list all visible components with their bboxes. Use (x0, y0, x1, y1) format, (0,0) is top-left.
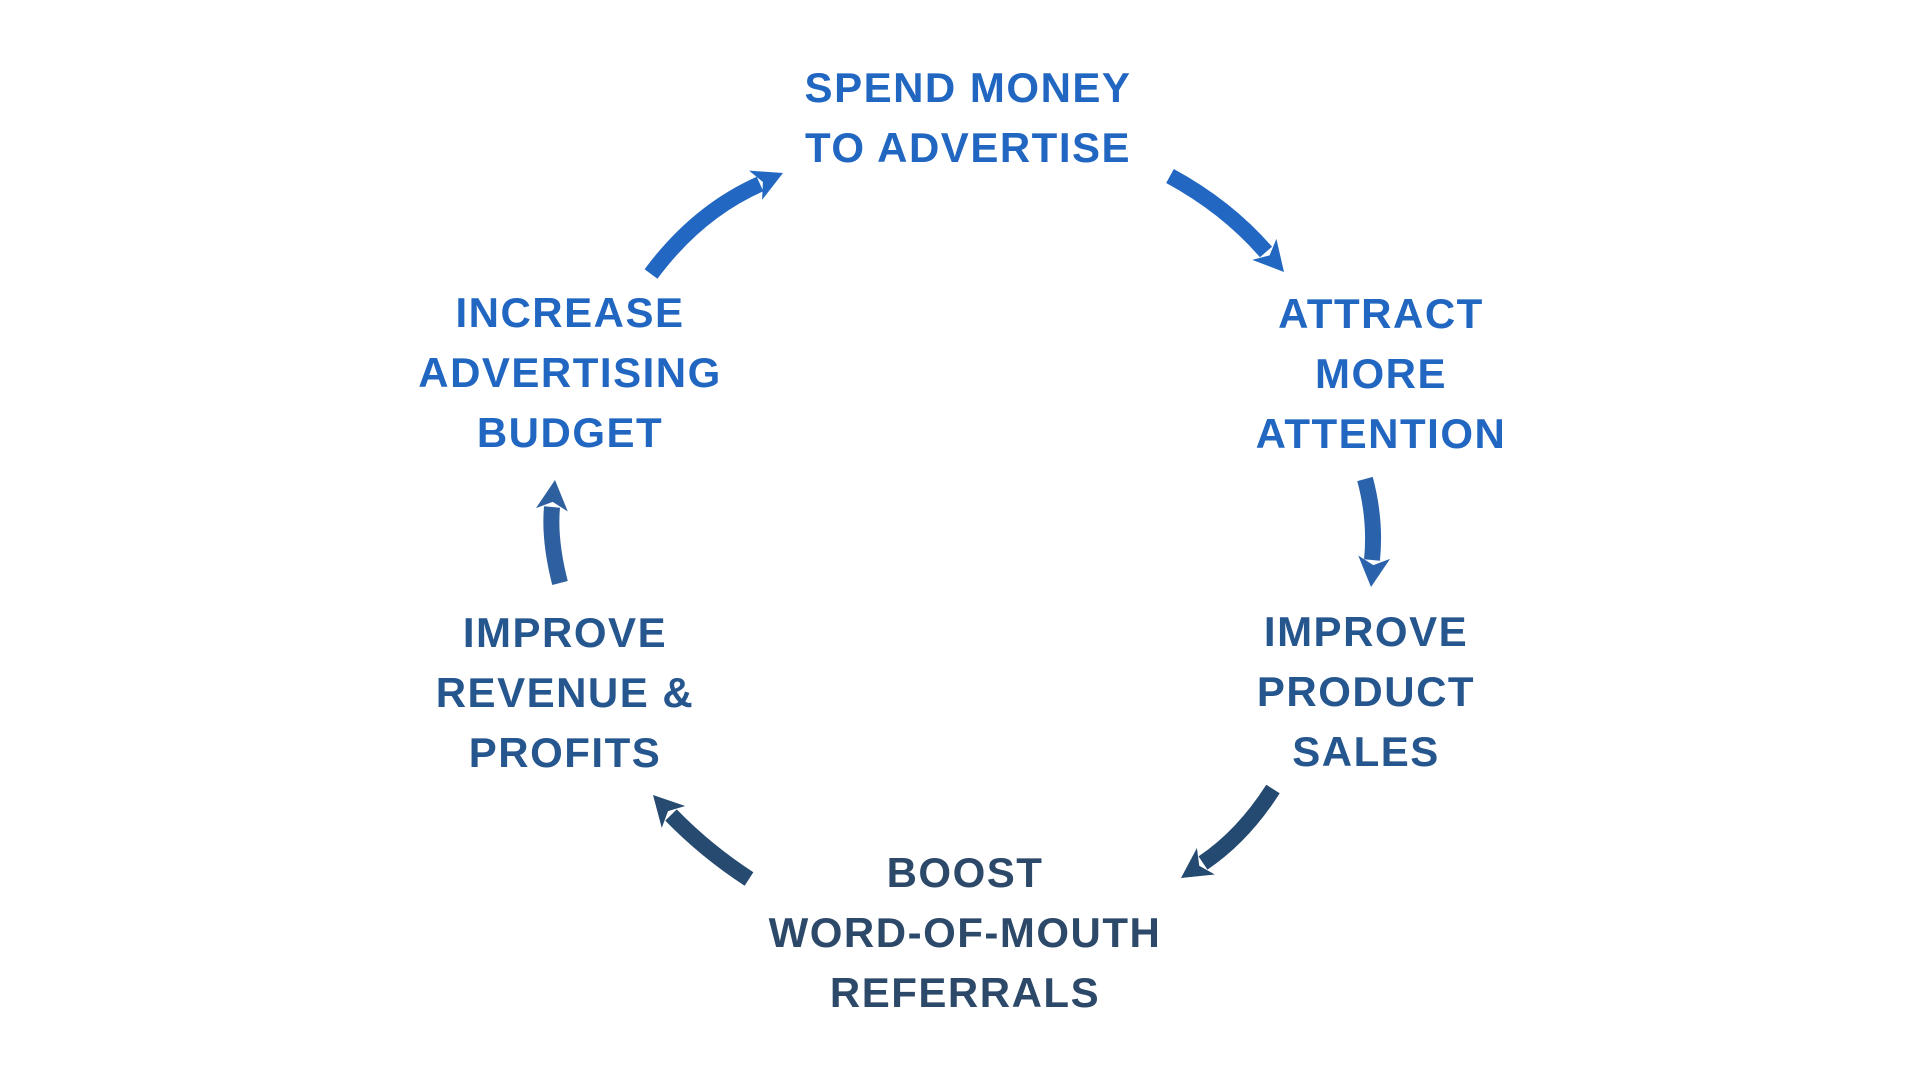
arrow-head-icon (1252, 238, 1284, 272)
arrow-shaft (665, 809, 754, 886)
arrow-shaft (1198, 784, 1280, 870)
node-line: ATTENTION (1255, 410, 1507, 457)
node-line: WORD-OF-MOUTH (768, 909, 1162, 956)
node-line: ADVERTISING (418, 349, 722, 396)
node-line: INCREASE (455, 289, 685, 336)
node-increase-budget: INCREASE ADVERTISING BUDGET (418, 283, 722, 463)
node-line: BUDGET (476, 409, 664, 456)
node-improve-sales: IMPROVE PRODUCT SALES (1257, 602, 1475, 782)
node-line: IMPROVE (1263, 608, 1469, 655)
arrow-increase-to-spend (644, 170, 783, 279)
node-boost-referrals: BOOST WORD-OF-MOUTH REFERRALS (769, 843, 1162, 1023)
node-line: MORE (1314, 350, 1447, 397)
node-attract-attention: ATTRACT MORE ATTENTION (1256, 284, 1507, 464)
arrow-shaft (644, 176, 764, 279)
arrow-boost-to-revenue (653, 795, 754, 886)
arrow-shaft (543, 506, 568, 585)
arrow-head-icon (535, 480, 568, 512)
node-line: BOOST (886, 849, 1044, 896)
node-line: PRODUCT (1256, 668, 1476, 715)
arrow-sales-to-boost (1181, 784, 1280, 878)
arrow-head-icon (749, 170, 783, 200)
arrow-spend-to-attract (1166, 168, 1284, 272)
arrow-head-icon (1181, 847, 1215, 878)
arrow-attract-to-sales (1357, 476, 1391, 587)
node-line: SPEND MONEY (804, 64, 1132, 111)
node-line: IMPROVE (462, 609, 668, 656)
node-spend-money: SPEND MONEY TO ADVERTISE (805, 58, 1132, 178)
node-line: REFERRALS (829, 969, 1101, 1016)
node-line: SALES (1292, 728, 1440, 775)
arrow-revenue-to-increase (535, 480, 568, 585)
arrow-head-icon (653, 795, 686, 828)
node-improve-revenue: IMPROVE REVENUE & PROFITS (436, 603, 695, 783)
node-line: PROFITS (468, 729, 662, 776)
node-line: TO ADVERTISE (804, 124, 1132, 171)
arrow-head-icon (1358, 555, 1391, 587)
arrow-shaft (1357, 476, 1382, 561)
arrow-shaft (1166, 168, 1273, 258)
node-line: ATTRACT (1278, 290, 1484, 337)
node-line: REVENUE & (435, 669, 695, 716)
